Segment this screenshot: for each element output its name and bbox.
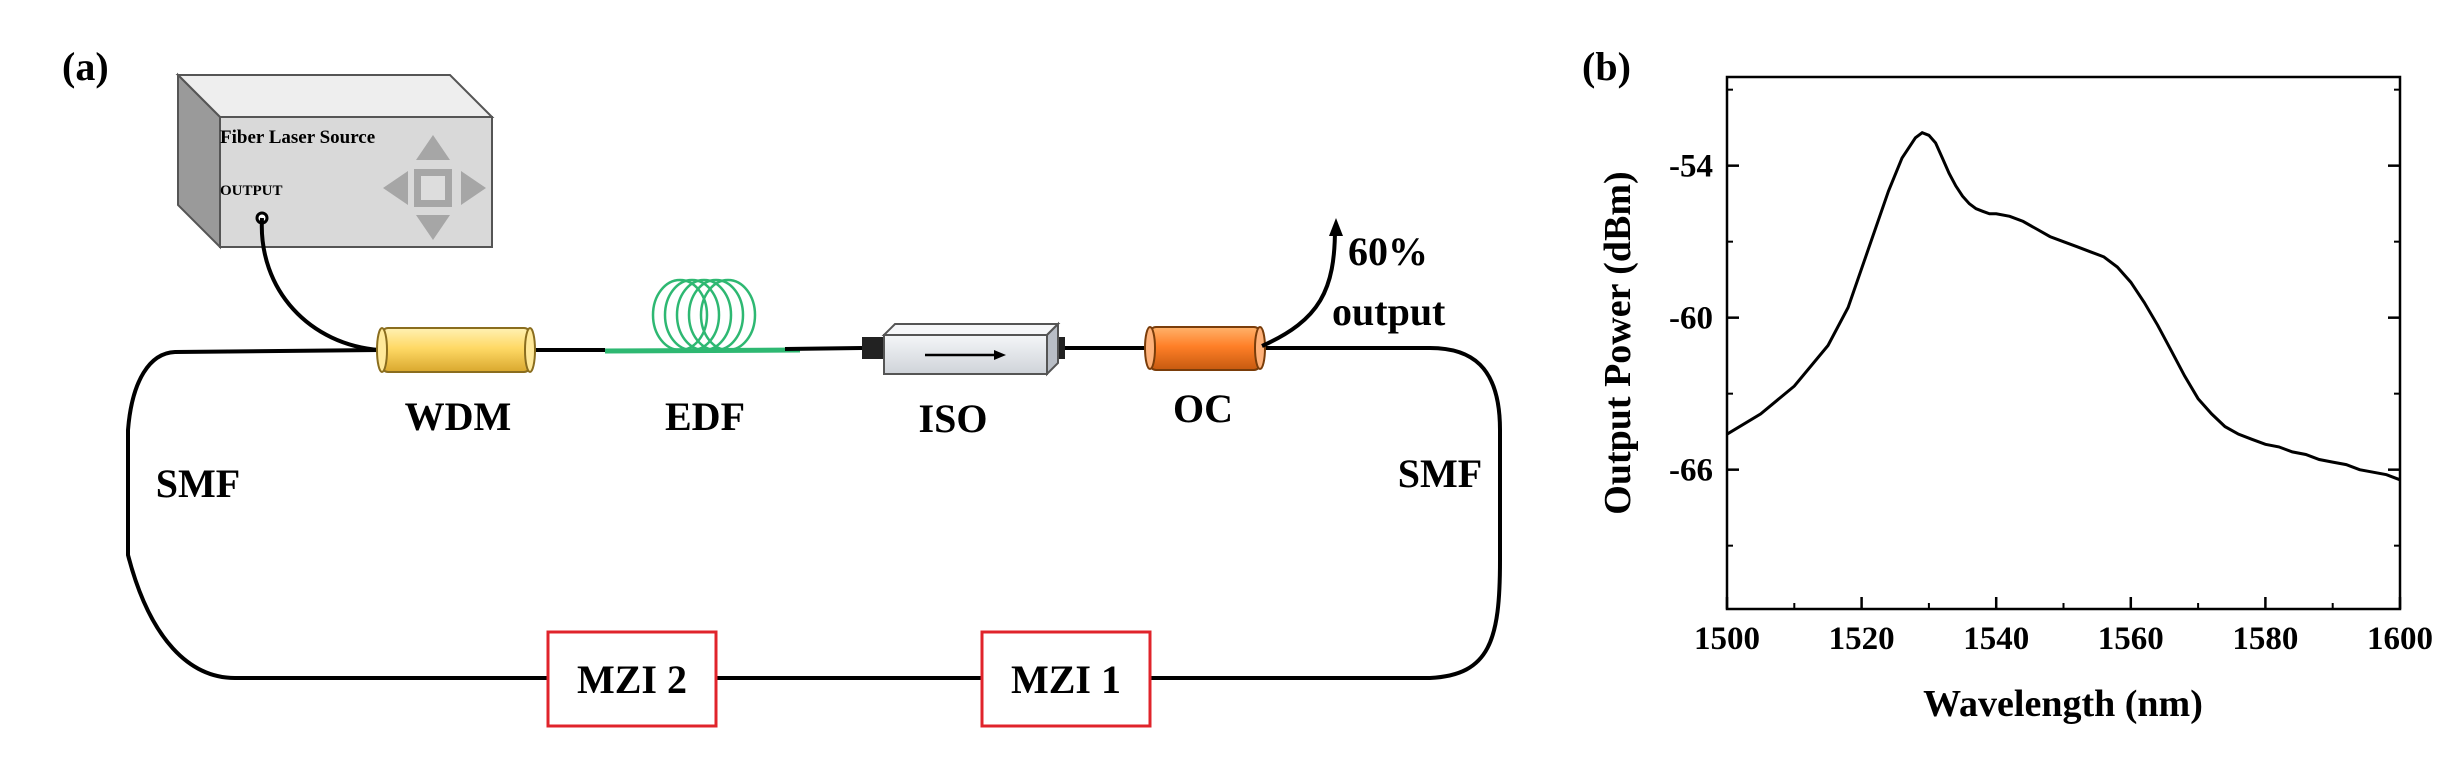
isolator — [862, 321, 1065, 377]
edf-label: EDF — [665, 394, 745, 439]
oc-label: OC — [1173, 386, 1233, 431]
fiber-ring-loop — [126, 346, 1502, 680]
dpad-icon — [383, 135, 486, 240]
wdm-label: WDM — [405, 394, 512, 439]
x-tick-label: 1580 — [2232, 621, 2298, 657]
smf-right-label: SMF — [1398, 451, 1482, 496]
source-title: Fiber Laser Source — [220, 127, 375, 148]
x-axis-label: Wavelength (nm) — [1923, 683, 2203, 725]
series-line — [1726, 131, 2401, 482]
mzi2-box — [546, 630, 718, 728]
x-tick-label: 1600 — [2367, 621, 2433, 657]
panel-a: (a) Fiber Laser Source OUTPUT — [62, 44, 1502, 728]
y-axis-label: Output Power (dBm) — [1597, 171, 1639, 514]
output-arrow-icon — [1329, 218, 1343, 236]
x-tick-label: 1540 — [1963, 621, 2029, 657]
edf-coil — [651, 278, 757, 352]
mzi1-box — [980, 630, 1152, 728]
mzi1-label: MZI 1 — [1011, 657, 1121, 702]
smf-left-label: SMF — [156, 461, 240, 506]
output-spectrum-chart: 1500 1520 1540 1560 1580 1600 -54 -60 -66 Wavel… — [1597, 75, 2433, 725]
fiber-edf-iso — [784, 346, 863, 351]
wdm-coupler — [376, 327, 536, 373]
y-tick-label: -66 — [1669, 453, 1713, 489]
iso-label: ISO — [919, 396, 988, 441]
x-tick-label: 1500 — [1694, 621, 1760, 657]
chart-y-ticks: -54 -60 -66 — [1669, 88, 2400, 547]
panel-b-label: (b) — [1582, 44, 1631, 89]
panel-b: (b) 1500 1520 1540 1560 1580 1600 -54 -60 -66 W… — [1582, 44, 2433, 725]
output-percent-label: 60% — [1348, 229, 1428, 274]
source-output-label: OUTPUT — [220, 183, 283, 199]
oc-output-fiber — [1261, 227, 1337, 348]
chart-x-ticks: 1500 1520 1540 1560 1580 1600 — [1694, 597, 2433, 657]
y-tick-label: -60 — [1669, 301, 1713, 337]
fiber-laser-source: Fiber Laser Source OUTPUT — [175, 72, 495, 250]
output-word-label: output — [1332, 289, 1446, 334]
mzi2-label: MZI 2 — [577, 657, 687, 702]
source-box-top — [175, 74, 495, 118]
x-tick-label: 1520 — [1829, 621, 1895, 657]
source-fiber — [259, 217, 381, 352]
x-tick-label: 1560 — [2098, 621, 2164, 657]
y-tick-label: -54 — [1669, 149, 1713, 185]
panel-a-label: (a) — [62, 44, 109, 89]
output-coupler — [1144, 326, 1266, 371]
